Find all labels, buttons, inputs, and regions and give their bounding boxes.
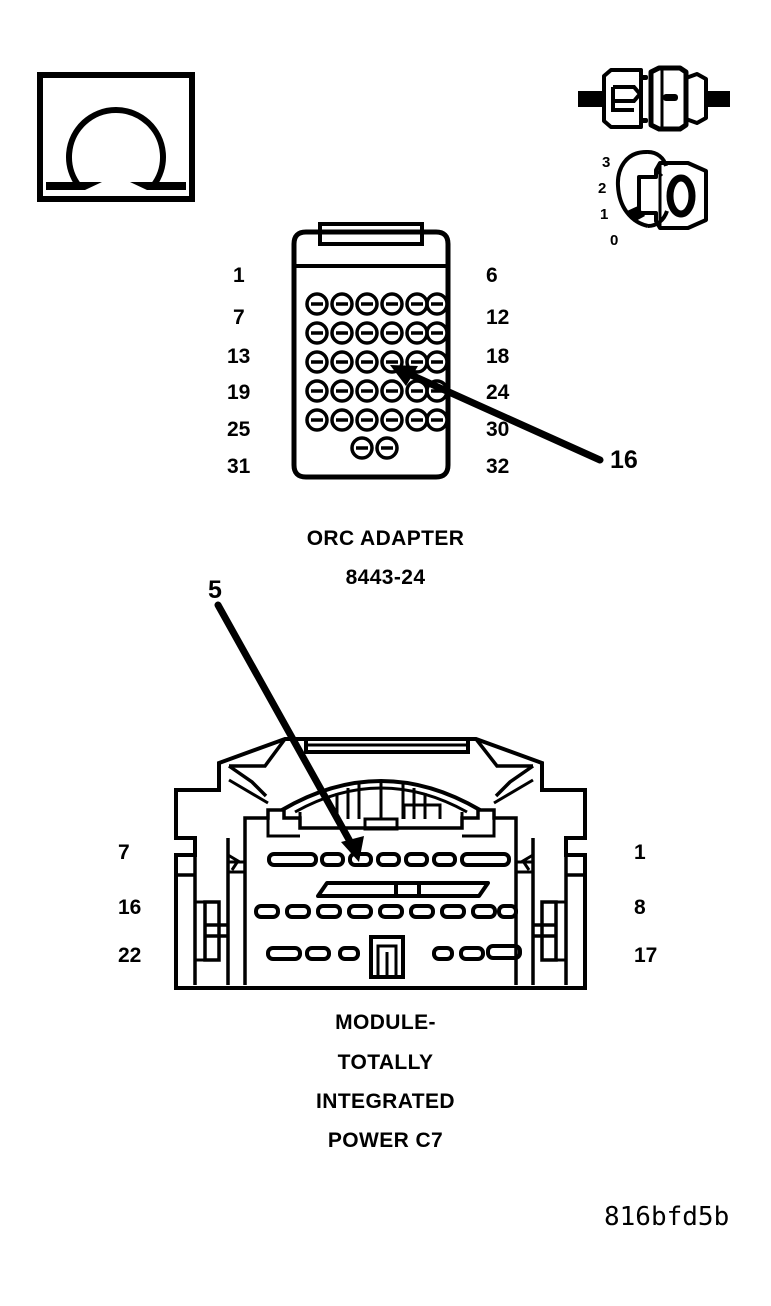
key-position-3: 3 xyxy=(602,154,611,171)
orc-left-label-25: 25 xyxy=(227,418,251,441)
module-right-label-17: 17 xyxy=(634,944,658,967)
module-large-cavities xyxy=(316,881,490,898)
module-right-label-8: 8 xyxy=(634,896,646,919)
module-left-label-16: 16 xyxy=(118,896,142,919)
key-position-2: 2 xyxy=(598,180,607,197)
orc-right-label-24: 24 xyxy=(486,381,510,404)
orc-callout-arrow-16 xyxy=(390,365,604,464)
module-tipm-connector xyxy=(174,601,587,990)
module-cavity-row-middle xyxy=(254,904,518,919)
inline-connector-icon xyxy=(578,65,730,132)
module-caption-line-2: TOTALLY xyxy=(337,1051,434,1074)
orc-right-label-18: 18 xyxy=(486,345,510,368)
module-left-label-22: 22 xyxy=(118,944,142,967)
orc-left-label-13: 13 xyxy=(227,345,251,368)
orc-pin-grid xyxy=(305,292,449,460)
orc-right-label-32: 32 xyxy=(486,455,510,478)
module-caption-line-3: INTEGRATED xyxy=(316,1090,455,1113)
key-position-1: 1 xyxy=(600,206,609,223)
orc-caption-title: ORC ADAPTER xyxy=(306,527,465,550)
figure-id-code: 816bfd5b xyxy=(604,1202,730,1232)
module-caption-line-4: POWER C7 xyxy=(327,1129,444,1152)
module-right-label-1: 1 xyxy=(634,841,646,864)
module-cavity-row-top xyxy=(267,852,511,867)
ignition-key-icon xyxy=(615,149,708,230)
orc-pin-row-1 xyxy=(305,292,449,316)
module-callout-label-5: 5 xyxy=(208,576,222,604)
module-callout-arrow-5 xyxy=(214,601,364,862)
orc-pin-row-5 xyxy=(305,408,449,432)
orc-left-label-7: 7 xyxy=(233,306,245,329)
orc-pin-row-3 xyxy=(305,350,449,374)
key-position-0: 0 xyxy=(610,232,619,249)
orc-left-label-19: 19 xyxy=(227,381,251,404)
module-left-label-7: 7 xyxy=(118,841,130,864)
orc-left-label-31: 31 xyxy=(227,455,251,478)
orc-left-label-1: 1 xyxy=(233,264,245,287)
orc-right-label-30: 30 xyxy=(486,418,510,441)
module-cavity-row-bottom xyxy=(266,944,522,961)
orc-right-label-6: 6 xyxy=(486,264,498,287)
orc-callout-label-16: 16 xyxy=(610,446,638,474)
orc-caption-partnumber: 8443-24 xyxy=(345,566,426,589)
orc-pin-row-6 xyxy=(350,436,399,460)
orc-right-label-12: 12 xyxy=(486,306,510,329)
orc-adapter-connector xyxy=(291,222,604,480)
module-caption-line-1: MODULE- xyxy=(335,1011,436,1034)
orc-pin-row-2 xyxy=(305,321,449,345)
module-center-lock-block xyxy=(369,935,405,979)
ohm-symbol-box xyxy=(37,72,195,202)
